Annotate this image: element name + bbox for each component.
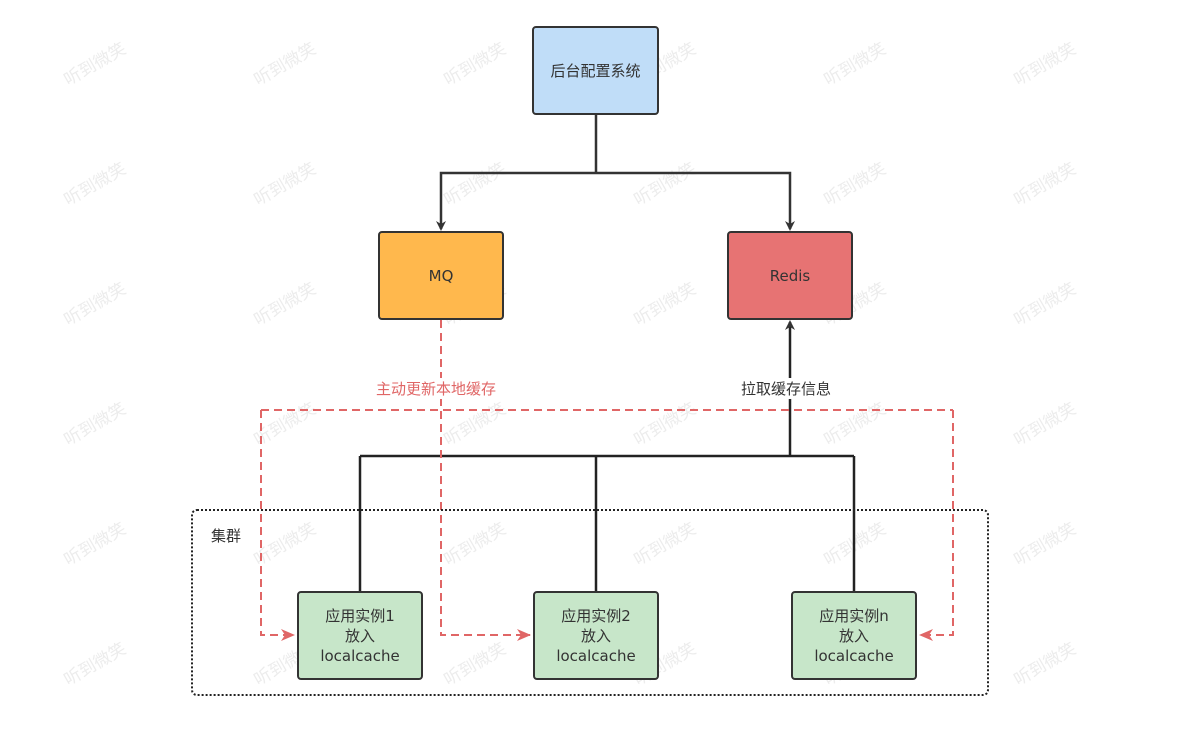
backend-config-system-node[interactable]: 后台配置系统 [532,26,659,115]
update-local-cache-label: 主动更新本地缓存 [374,378,499,399]
edge-mq-to-appn [919,410,954,641]
app-instance-2-action: 放入 [580,626,611,645]
edge-mq-to-app1 [260,410,295,641]
cluster-boundary [191,509,989,696]
app-instance-1-cache: localcache [320,646,400,665]
app-instance-1-action: 放入 [344,626,375,645]
edge-backend-to-mq [436,171,596,231]
app-instance-n-cache: localcache [814,646,894,665]
app-instance-n-title: 应用实例n [819,606,889,625]
app-instance-n-node[interactable]: 应用实例n 放入 localcache [791,591,917,680]
app-instance-2-node[interactable]: 应用实例2 放入 localcache [533,591,659,680]
app-instance-1-node[interactable]: 应用实例1 放入 localcache [297,591,423,680]
mq-label: MQ [428,266,454,285]
edge-backend-to-redis [596,171,795,231]
app-instance-2-title: 应用实例2 [561,606,631,625]
redis-label: Redis [769,266,811,285]
app-instance-n-action: 放入 [838,626,869,645]
mq-node[interactable]: MQ [378,231,504,320]
backend-config-system-label: 后台配置系统 [550,62,641,80]
app-instance-1-title: 应用实例1 [325,606,395,625]
redis-node[interactable]: Redis [727,231,853,320]
pull-cache-info-label: 拉取缓存信息 [739,378,834,399]
edge-mq-to-app2 [440,320,531,641]
app-instance-2-cache: localcache [556,646,636,665]
cluster-label: 集群 [211,527,242,545]
